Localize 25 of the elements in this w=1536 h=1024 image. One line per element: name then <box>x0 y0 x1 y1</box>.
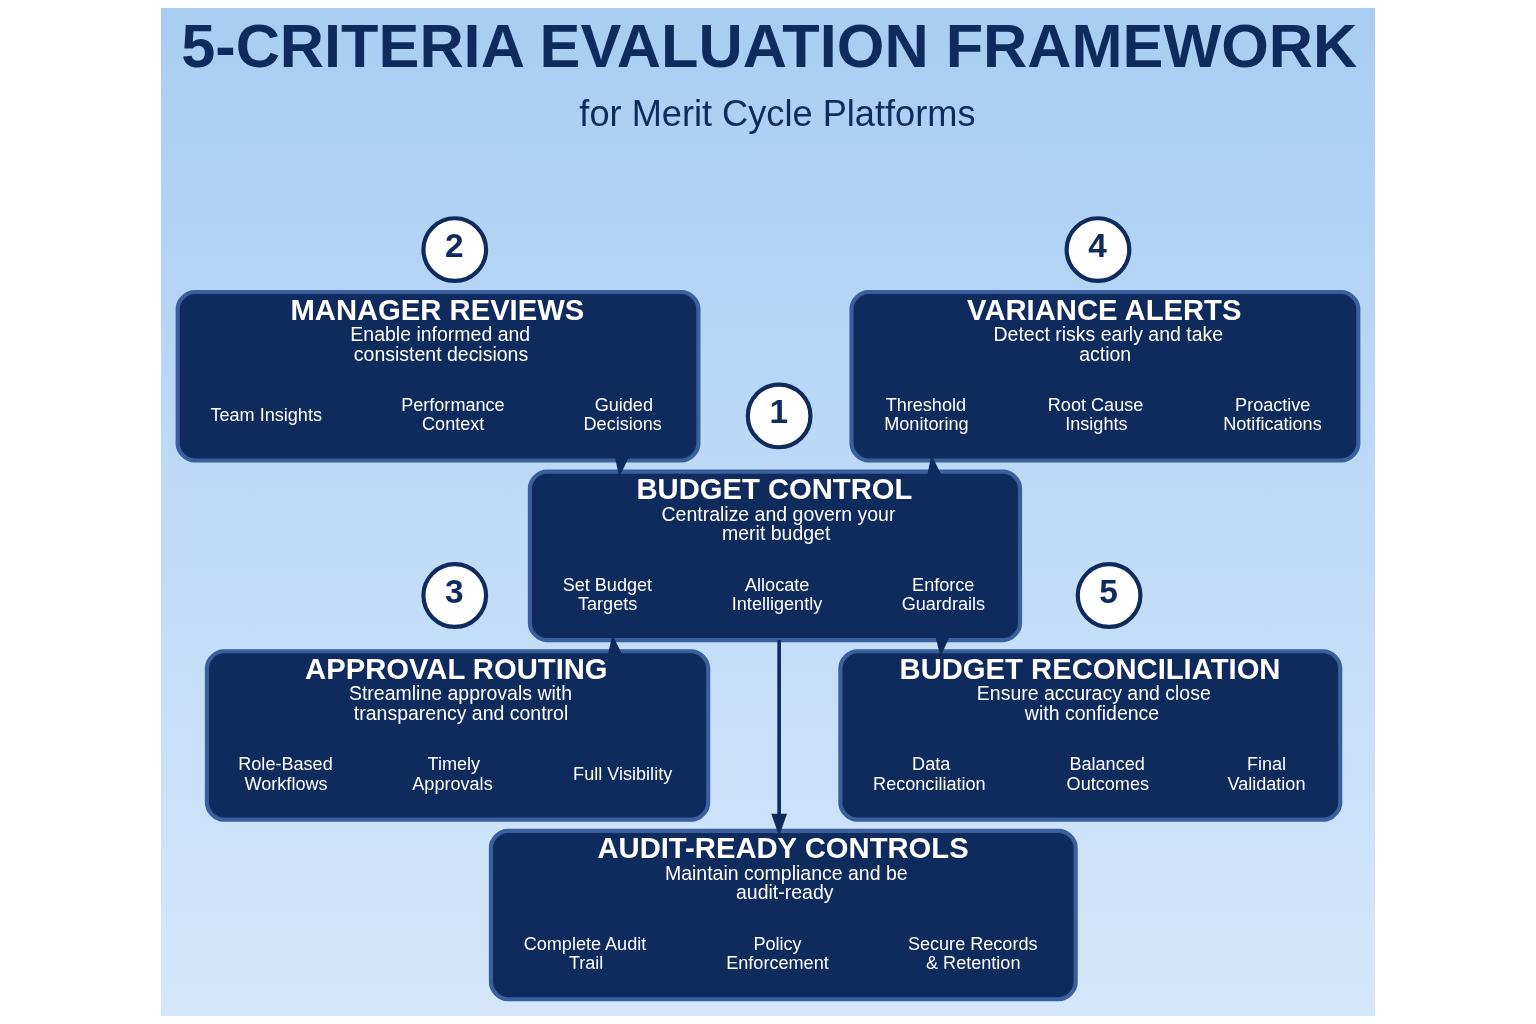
node-text: Proactive Notifications <box>1223 394 1322 435</box>
node-text: Balanced Outcomes <box>1066 754 1150 794</box>
node-circle: 5 <box>1075 562 1143 629</box>
diagram-title: 5-CRITERIA EVALUATION FRAMEWORK <box>181 11 1358 80</box>
node-text: Allocate Intelligently <box>731 574 823 615</box>
node-text: Set Budget Targets <box>562 574 653 615</box>
node-text: Timely Approvals <box>412 754 493 794</box>
node-text: Enforce Guardrails <box>901 574 986 615</box>
node-text: Team Insights <box>210 404 322 425</box>
node-text: Role-Based Workflows <box>238 754 333 794</box>
node-text: Root Cause Insights <box>1047 394 1144 435</box>
node-circle: 3 <box>421 562 489 629</box>
node-text: Policy Enforcement <box>726 933 829 974</box>
node-circle: 4 <box>1064 216 1132 283</box>
node-text: Secure Records & Retention <box>907 933 1038 974</box>
node-circle: 2 <box>421 216 489 283</box>
label: for Merit Cycle Platforms <box>579 93 976 135</box>
node-text: Complete Audit Trail <box>523 933 647 974</box>
node-text: Full Visibility <box>573 763 673 784</box>
node-text: Final Validation <box>1227 754 1306 794</box>
node-text: Data Reconciliation <box>873 754 986 794</box>
node-text: Threshold Monitoring <box>884 394 969 435</box>
node-text: Performance Context <box>401 394 505 435</box>
node-text: Guided Decisions <box>583 394 662 435</box>
node-circle: 1 <box>745 382 813 450</box>
